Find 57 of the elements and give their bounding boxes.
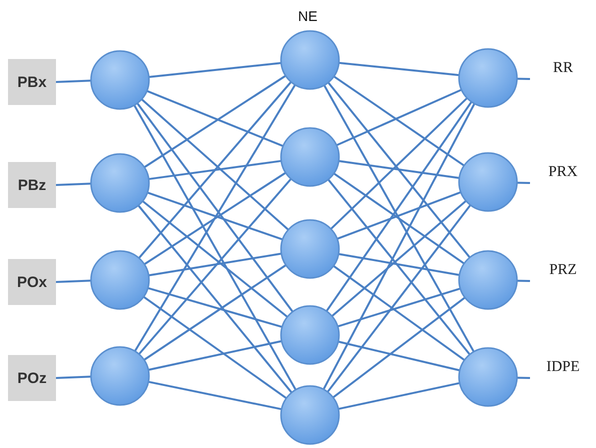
connection-line — [327, 82, 471, 258]
connection-line — [338, 160, 460, 179]
connection-line — [148, 287, 282, 328]
connection-line — [338, 253, 460, 276]
connection-line — [337, 288, 461, 328]
connection-line — [136, 102, 294, 312]
connection-line — [322, 103, 476, 390]
connection-line — [142, 200, 288, 318]
connection-line — [56, 376, 92, 379]
input-box: POz — [8, 355, 56, 401]
connection-line — [338, 340, 460, 372]
connection-line — [143, 296, 287, 400]
connection-line — [333, 172, 465, 264]
connection-line — [148, 380, 282, 410]
layer-label: NE — [298, 8, 318, 24]
connection-line — [333, 76, 465, 166]
connection-line — [148, 62, 282, 78]
connection-line — [326, 204, 472, 393]
connection-line — [134, 84, 296, 352]
connection-line — [338, 62, 460, 76]
connection-line — [146, 90, 284, 148]
connection-line — [56, 182, 92, 186]
connection-line — [148, 160, 282, 180]
connection-line — [144, 74, 286, 168]
connection-line — [138, 178, 292, 355]
connection-line — [147, 192, 283, 240]
connection-line — [327, 178, 471, 356]
connection-line — [516, 280, 530, 282]
input-box: PBz — [8, 162, 56, 208]
output-label: RR — [552, 60, 573, 77]
connection-line — [138, 81, 292, 259]
connection-line — [331, 200, 467, 317]
input-box: PBx — [8, 59, 56, 105]
output-label: IDPE — [546, 359, 580, 376]
connection-line — [133, 104, 297, 390]
connection-line — [326, 101, 472, 312]
connection-line — [56, 280, 92, 283]
connection-line — [516, 78, 530, 80]
connection-line — [332, 265, 466, 361]
connection-line — [138, 204, 292, 394]
connection-line — [323, 84, 475, 352]
connection-line — [338, 382, 460, 410]
connection-line — [144, 172, 286, 266]
connection-line — [148, 340, 282, 371]
connection-line — [516, 182, 530, 184]
input-box: POx — [8, 259, 56, 305]
connection-line — [148, 252, 282, 276]
connection-line — [144, 264, 286, 361]
output-label: PRZ — [549, 262, 577, 279]
connection-line — [336, 88, 462, 146]
connection-line — [330, 97, 468, 230]
connection-line — [56, 80, 92, 83]
connection-line — [332, 296, 466, 398]
output-label: PRX — [548, 164, 578, 181]
connection-line — [336, 191, 462, 240]
connection-line — [141, 98, 289, 230]
connection-line — [516, 376, 530, 379]
